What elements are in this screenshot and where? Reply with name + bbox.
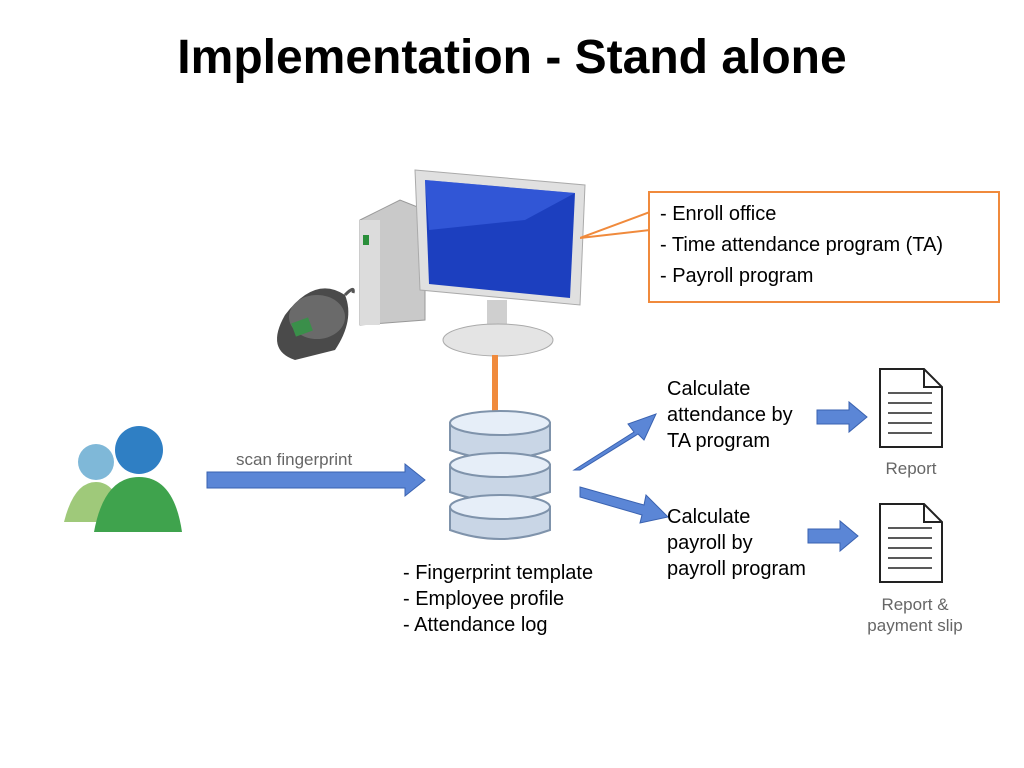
calc-payroll-line: Calculate: [667, 506, 751, 528]
fingerprint-scanner-icon: [277, 288, 355, 360]
scan-arrow: [206, 462, 426, 498]
db-item-log: - Attendance log: [403, 614, 548, 636]
callout-box: [648, 191, 1000, 303]
payment-slip-document-icon: [879, 503, 943, 583]
db-item-template: - Fingerprint template: [403, 562, 594, 584]
payroll-arrow: [579, 486, 670, 524]
scan-label: scan fingerprint: [236, 450, 353, 469]
report-payment-line: Report &: [881, 595, 949, 614]
report-document-icon: [879, 368, 943, 448]
report-label: Report: [885, 459, 937, 478]
pc-database-connector: [492, 355, 498, 413]
report-payment-label: Report & payment slip: [850, 594, 980, 636]
report-arrow-2: [807, 519, 859, 553]
calc-attendance-line: TA program: [667, 430, 770, 452]
calc-payroll-line: payroll program: [667, 558, 806, 580]
calc-payroll-line: payroll by: [667, 532, 753, 554]
callout-list: - Enroll office - Time attendance progra…: [660, 199, 943, 292]
report-arrow-1: [816, 400, 868, 434]
callout-item-ta: - Time attendance program (TA): [660, 234, 944, 256]
calc-attendance-text: Calculate attendance by TA program: [667, 376, 793, 454]
users-icon: [64, 426, 182, 532]
database-contents: - Fingerprint template - Employee profil…: [403, 560, 593, 638]
callout-item-enroll: - Enroll office: [660, 203, 777, 225]
db-item-profile: - Employee profile: [403, 588, 565, 610]
calc-payroll-text: Calculate payroll by payroll program: [667, 504, 806, 582]
report-payment-line: payment slip: [867, 616, 963, 635]
callout-pointer: [580, 210, 651, 239]
page-title: Implementation - Stand alone: [177, 31, 847, 84]
attendance-arrow: [572, 413, 657, 471]
callout-item-payroll: - Payroll program: [660, 265, 814, 287]
database-icon: [449, 410, 551, 540]
calc-attendance-line: Calculate: [667, 378, 751, 400]
monitor-icon: [414, 169, 586, 357]
calc-attendance-line: attendance by: [667, 404, 793, 426]
